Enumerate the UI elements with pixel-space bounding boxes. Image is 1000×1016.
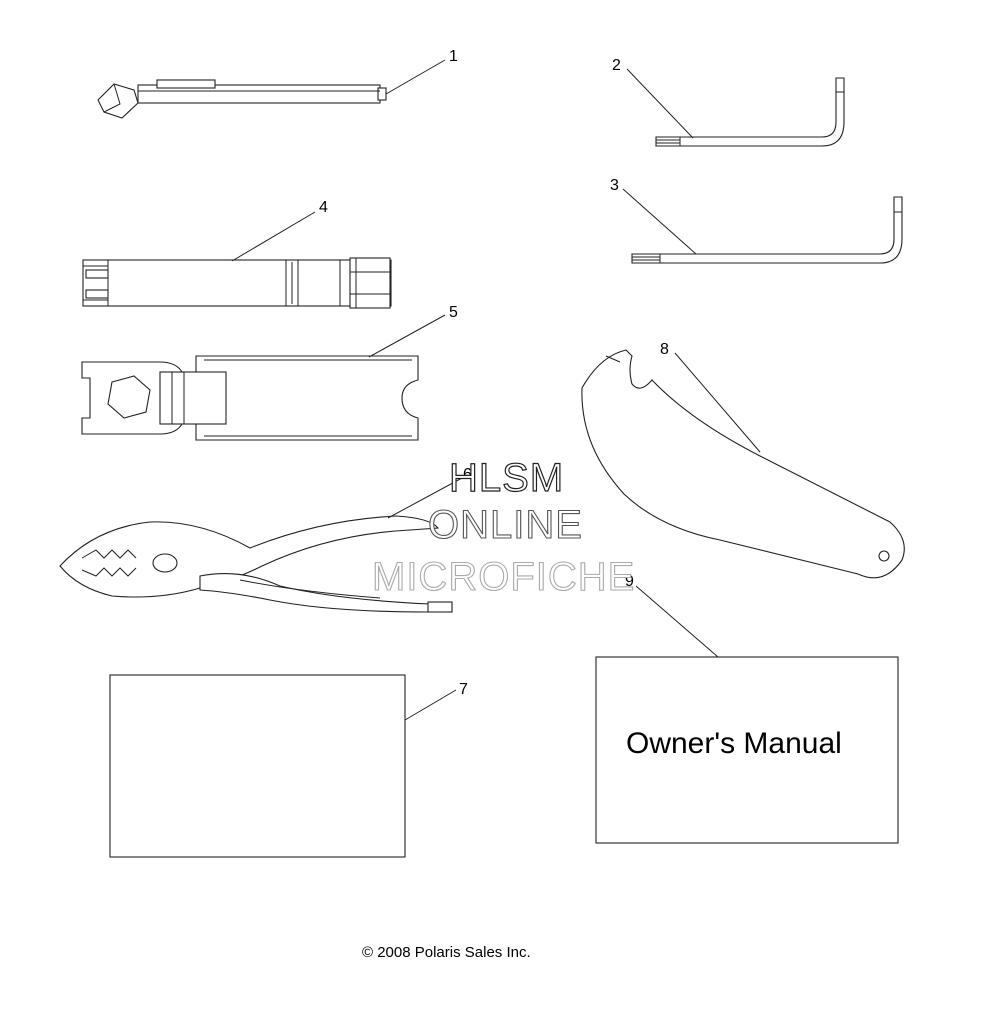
callout-7: 7 — [459, 681, 468, 698]
part-9-owners-manual — [595, 656, 899, 844]
callout-3: 3 — [610, 177, 619, 194]
leader-6 — [387, 477, 463, 519]
callout-8: 8 — [660, 341, 669, 358]
leader-4 — [231, 211, 316, 262]
leader-3 — [622, 188, 697, 255]
part-1-tool — [97, 79, 387, 119]
leader-8 — [674, 352, 761, 453]
callout-6: 6 — [463, 466, 472, 483]
part-6-pliers — [59, 515, 453, 613]
owners-manual-label: Owner's Manual — [626, 727, 842, 760]
part-8-spanner-wrench — [581, 349, 905, 579]
callout-1: 1 — [449, 48, 458, 65]
leader-1 — [385, 59, 446, 95]
part-3-hex-key — [631, 196, 903, 264]
callout-5: 5 — [449, 304, 458, 321]
watermark-hlsm: HLSM — [449, 456, 564, 500]
leader-7 — [404, 689, 457, 721]
leader-5 — [368, 314, 446, 358]
watermark-online: ONLINE — [428, 503, 583, 547]
part-4-socket-wrench — [82, 257, 392, 309]
leader-9 — [635, 585, 719, 658]
copyright-text: © 2008 Polaris Sales Inc. — [362, 944, 531, 961]
callout-4: 4 — [319, 199, 328, 216]
part-2-hex-key — [655, 77, 845, 147]
part-5-combination-wrench — [81, 355, 419, 441]
callout-2: 2 — [612, 57, 621, 74]
callout-9: 9 — [625, 573, 634, 590]
leader-2 — [626, 68, 694, 139]
watermark-microfiche: MICROFICHE — [372, 555, 635, 599]
part-7-card — [109, 674, 406, 858]
